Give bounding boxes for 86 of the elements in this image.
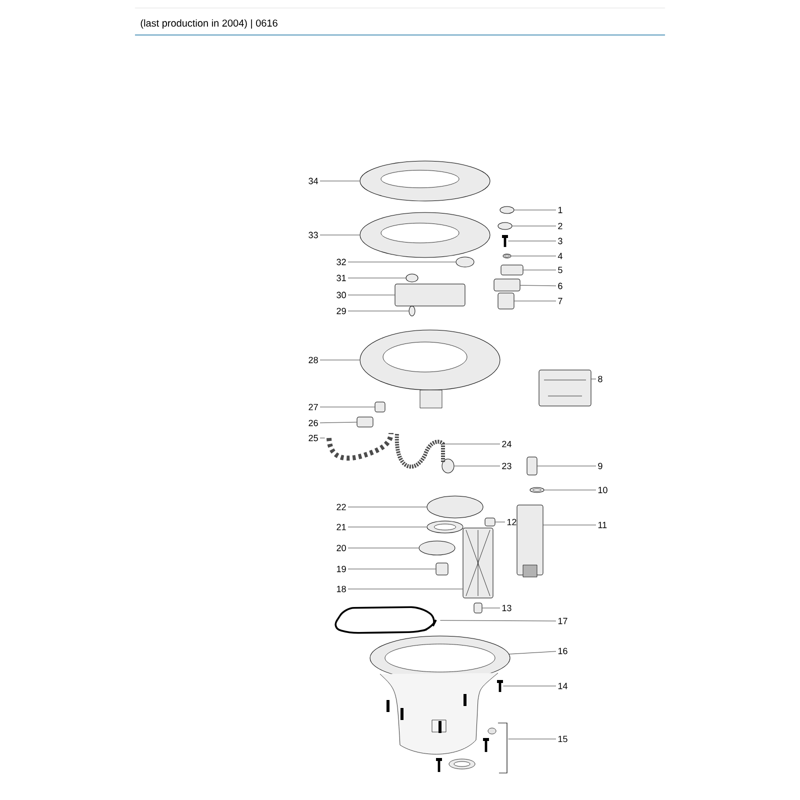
leader-line	[348, 588, 463, 590]
cap-drawing	[484, 518, 496, 526]
leader-line	[508, 240, 556, 242]
o-ring-drawing	[530, 487, 544, 493]
callout-number: 3	[558, 238, 562, 244]
callout-number: 21	[336, 524, 346, 530]
callout-number: 5	[558, 266, 562, 274]
plug-drawing	[408, 306, 416, 316]
leader-line	[591, 378, 596, 380]
clip-drawing	[374, 402, 386, 412]
pump-housing-drawing	[426, 496, 484, 518]
knob-drawing	[498, 292, 514, 310]
callout-number: 12	[507, 518, 516, 526]
callout-number: 26	[308, 420, 318, 426]
callout-number: 8	[598, 376, 602, 382]
callout-number: 32	[336, 258, 346, 266]
lever-drawing	[500, 264, 524, 276]
callout-number: 10	[598, 486, 608, 494]
callout-number: 6	[558, 282, 562, 290]
callout-number: 30	[336, 292, 346, 298]
leader-line	[348, 310, 409, 312]
nut-drawing	[498, 222, 512, 230]
callout-number: 4	[558, 252, 562, 260]
leader-line	[508, 738, 556, 740]
leader-line	[520, 285, 556, 286]
valve-drawing	[516, 504, 544, 578]
hose-drawing	[326, 432, 394, 461]
callout-number: 19	[336, 566, 346, 572]
bracket-drawing	[498, 722, 508, 774]
toilet-bowl-drawing	[360, 330, 500, 408]
callout-number: 11	[598, 522, 607, 528]
leader-line	[508, 651, 556, 654]
callout-number: 23	[502, 462, 512, 470]
callout-number: 33	[308, 232, 318, 238]
callout-number: 9	[598, 462, 602, 470]
bracket-part-drawing	[494, 278, 520, 292]
pump-frame-drawing	[462, 528, 494, 598]
header-title: (last production in 2004) | 0616	[140, 19, 278, 29]
leader-line	[543, 524, 596, 526]
callout-number: 29	[336, 308, 346, 314]
cap-drawing	[456, 256, 474, 268]
leader-line	[348, 568, 436, 570]
leader-line	[348, 506, 427, 508]
toilet-base-drawing	[370, 636, 510, 754]
toilet-lid-drawing	[360, 160, 490, 202]
callout-number: 31	[336, 274, 346, 282]
leader-line	[320, 180, 360, 182]
callout-number: 15	[558, 736, 568, 742]
callout-number: 25	[308, 434, 318, 442]
callout-number: 16	[558, 648, 568, 654]
callout-number: 7	[558, 298, 562, 304]
leader-line	[320, 234, 360, 236]
clamp-drawing	[442, 458, 454, 474]
callout-number: 20	[336, 544, 346, 552]
hose-drawing	[394, 434, 445, 469]
button-drawing	[406, 274, 418, 282]
ring-drawing	[426, 520, 464, 534]
gasket-drawing	[334, 606, 437, 634]
valve-knob-drawing	[526, 456, 538, 476]
leader-line	[440, 620, 556, 622]
callout-number: 24	[502, 440, 512, 448]
disc-drawing	[418, 540, 456, 556]
bushing-drawing	[436, 562, 448, 576]
o-ring-drawing	[502, 254, 512, 258]
leader-line	[320, 406, 375, 408]
callout-number: 22	[336, 504, 346, 510]
screw-drawing	[502, 235, 508, 247]
callout-number: 18	[336, 586, 346, 592]
callout-number: 13	[502, 604, 512, 612]
leader-line	[348, 294, 395, 296]
callout-number: 2	[558, 222, 562, 230]
callout-number: 1	[558, 206, 562, 214]
leader-line	[348, 526, 427, 528]
screw-drawing	[497, 680, 503, 692]
cover-plate-drawing	[538, 370, 592, 406]
callout-number: 34	[308, 178, 318, 184]
connector-drawing	[356, 416, 374, 428]
callout-number: 27	[308, 404, 318, 410]
callout-number: 28	[308, 356, 318, 364]
callout-number: 14	[558, 682, 568, 690]
clip-drawing	[500, 206, 514, 214]
sleeve-drawing	[474, 602, 482, 614]
toilet-seat-drawing	[360, 212, 490, 258]
leader-line	[320, 422, 357, 424]
leader-line	[514, 300, 556, 302]
callout-number: 17	[558, 618, 568, 624]
